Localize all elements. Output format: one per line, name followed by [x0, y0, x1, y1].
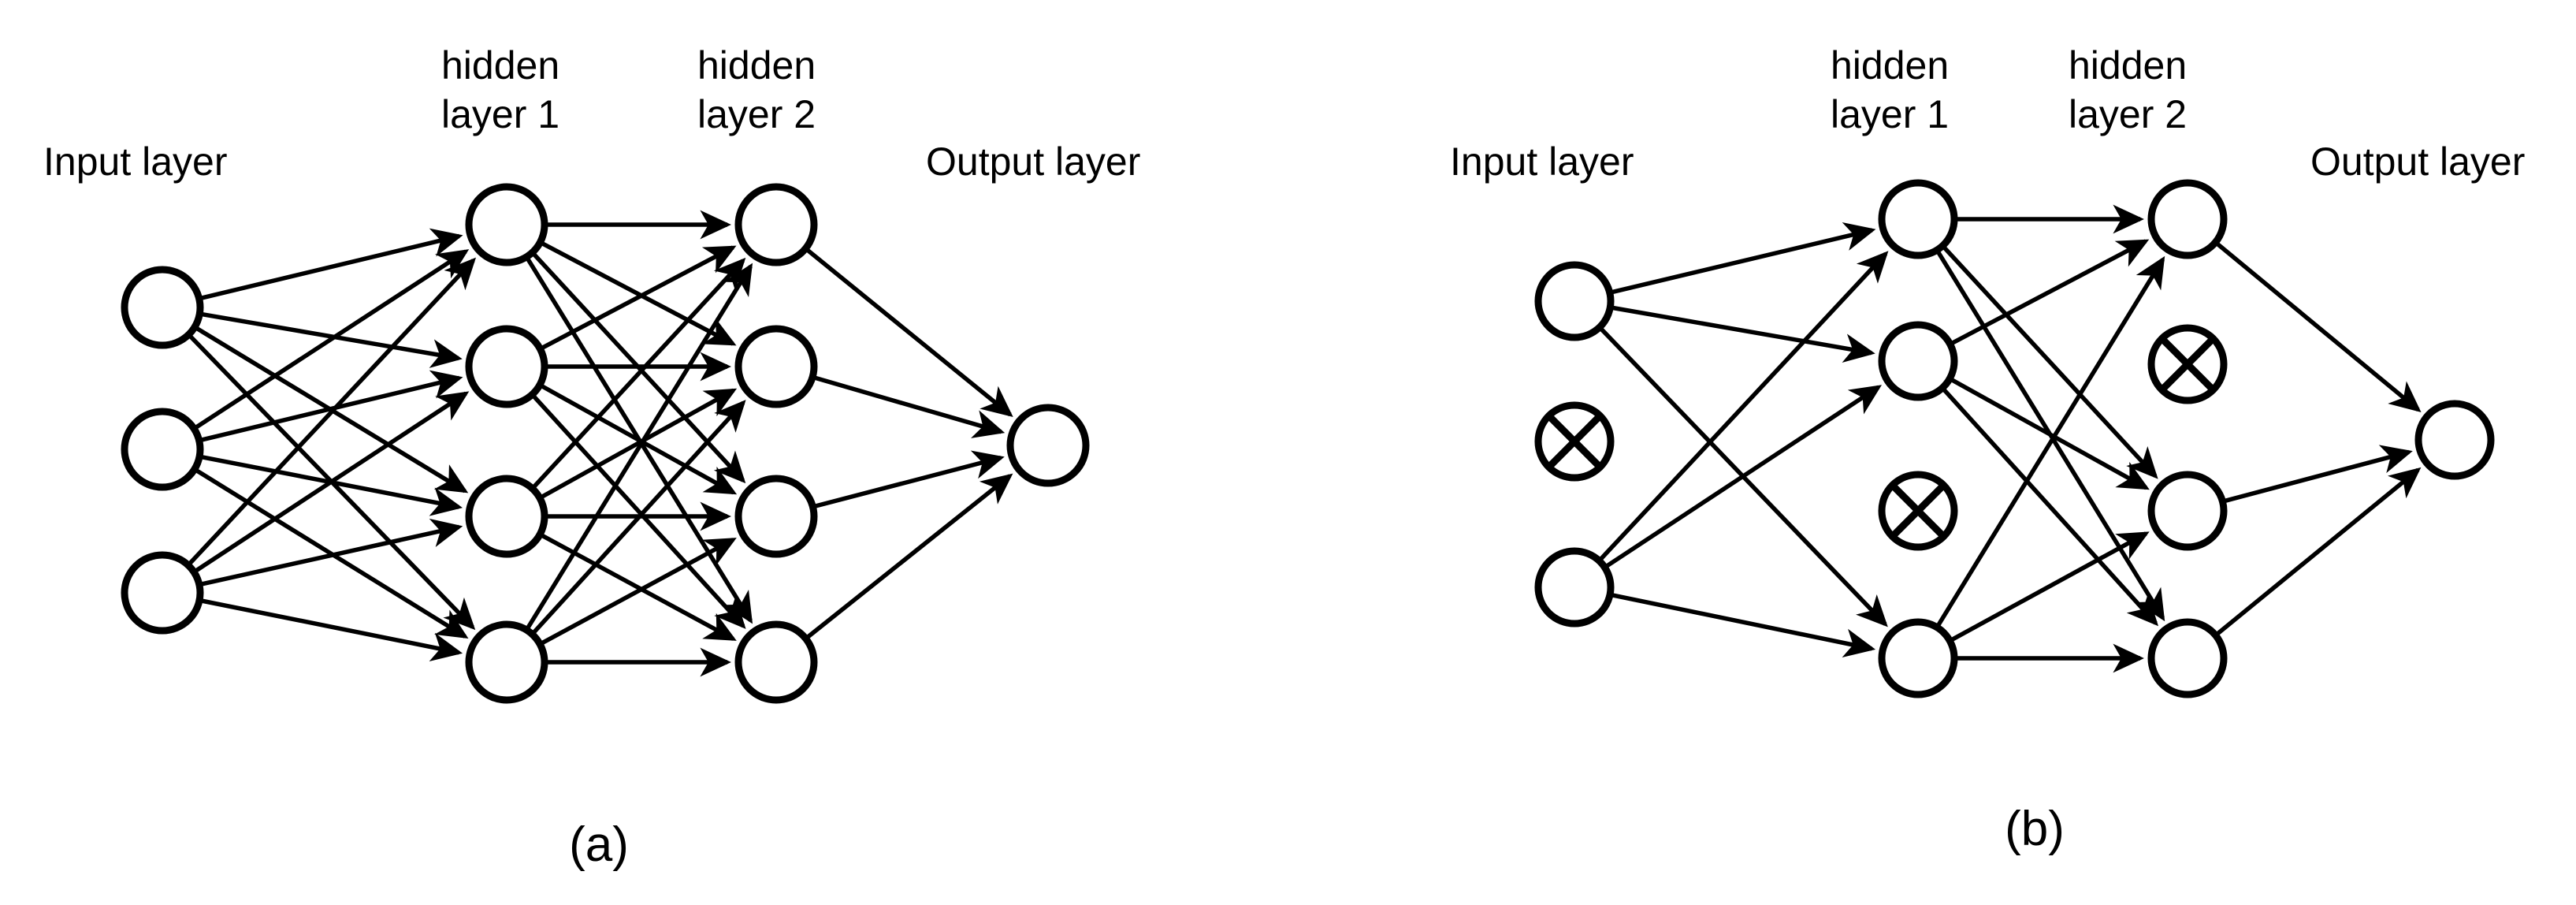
unit-b-in-3[interactable] [1534, 547, 1615, 628]
nodes-group [121, 179, 2495, 704]
connection-edge-a-in-1-to-a-h1-2 [200, 311, 463, 368]
connection-edge-b-h2-1-to-b-out-1 [2215, 241, 2422, 412]
unit-a-h2-3[interactable] [734, 475, 818, 558]
node-circle [465, 183, 548, 266]
node-circle [465, 475, 548, 558]
connection-edge-a-h2-3-to-a-out-1 [813, 450, 1005, 509]
panel-caption-a: (a) [569, 817, 629, 872]
node-circle [2147, 471, 2228, 551]
connection-edge-b-in-3-to-b-h1-2 [1604, 385, 1883, 568]
connection-edge-b-in-3-to-b-h1-4 [1611, 593, 1876, 657]
dropped-unit-b-h2-2[interactable] [2147, 324, 2228, 404]
connection-edge-a-h1-3-to-a-h2-2 [540, 388, 738, 500]
connection-edge-b-h1-2-to-b-h2-3 [1950, 377, 2150, 490]
node-circle [1878, 179, 1958, 259]
connection-edge-a-in-2-to-a-h1-2 [199, 370, 463, 442]
connection-edge-a-in-2-to-a-h1-1 [194, 249, 470, 430]
input-layer-label: Input layer [43, 140, 227, 184]
connection-edge-a-h2-4-to-a-out-1 [805, 473, 1013, 639]
unit-a-h1-1[interactable] [465, 183, 548, 266]
unit-a-h2-2[interactable] [734, 325, 818, 408]
connection-edge-b-in-1-to-b-h1-2 [1611, 305, 1875, 363]
dropout-cross-icon [1546, 413, 1603, 470]
node-circle [465, 325, 548, 408]
unit-b-h2-1[interactable] [2147, 179, 2228, 259]
connection-edge-b-in-3-to-b-h1-1 [1598, 251, 1889, 561]
connection-edge-a-in-3-to-a-h1-2 [194, 391, 470, 573]
connection-edge-a-in-1-to-a-h1-1 [199, 228, 463, 300]
node-circle [2414, 400, 2495, 480]
connection-edge-a-h1-1-to-a-h2-2 [540, 240, 737, 346]
connection-edge-a-h1-2-to-a-h2-4 [531, 394, 746, 629]
unit-a-out-1[interactable] [1006, 404, 1090, 487]
dropped-unit-b-in-2[interactable] [1534, 401, 1615, 482]
unit-b-out-1[interactable] [2414, 400, 2495, 480]
connection-edge-b-h2-3-to-b-out-1 [2223, 445, 2413, 504]
unit-a-h1-3[interactable] [465, 475, 548, 558]
node-circle [1534, 261, 1615, 341]
connection-edge-b-h2-4-to-b-out-1 [2215, 467, 2422, 636]
node-circle [1534, 547, 1615, 628]
connection-edge-a-h1-3-to-a-h2-1 [531, 257, 746, 490]
connection-edge-a-h1-4-to-a-h2-3 [540, 538, 737, 646]
output-layer-label: Output layer [926, 140, 1140, 184]
node-circle [734, 183, 818, 266]
connection-edge-a-in-3-to-a-h1-1 [188, 257, 477, 566]
connection-edge-a-h1-3-to-a-h2-4 [540, 533, 737, 641]
connection-edge-b-h1-4-to-b-h2-1 [1935, 255, 2165, 628]
connection-edge-a-h1-4-to-a-h2-1 [525, 263, 753, 630]
dropped-unit-b-h1-3[interactable] [1878, 471, 1958, 551]
unit-a-h1-4[interactable] [465, 620, 548, 704]
connection-edge-b-h1-2-to-b-h2-4 [1942, 387, 2159, 627]
unit-b-in-1[interactable] [1534, 261, 1615, 341]
panel-caption-b: (b) [2005, 802, 2065, 856]
node-circle [734, 325, 818, 408]
output-layer-label: Output layer [2310, 140, 2525, 184]
node-circle [734, 620, 818, 704]
node-circle [1878, 618, 1958, 698]
node-circle [121, 408, 204, 491]
unit-a-h2-1[interactable] [734, 183, 818, 266]
unit-a-h1-2[interactable] [465, 325, 548, 408]
node-circle [1006, 404, 1090, 487]
connection-edge-b-h1-2-to-b-h2-1 [1950, 239, 2150, 346]
input-layer-label: Input layer [1450, 140, 1634, 184]
unit-a-in-1[interactable] [121, 266, 204, 349]
connection-edge-a-h2-1-to-a-out-1 [805, 248, 1013, 418]
unit-b-h1-4[interactable] [1878, 618, 1958, 698]
node-circle [2147, 618, 2228, 698]
unit-b-h1-1[interactable] [1878, 179, 1958, 259]
connection-edge-a-h1-2-to-a-h2-3 [540, 383, 738, 495]
node-circle [465, 620, 548, 704]
connection-edge-a-h2-2-to-a-out-1 [813, 375, 1005, 438]
unit-a-in-2[interactable] [121, 408, 204, 491]
connection-edge-b-in-1-to-b-h1-1 [1611, 222, 1876, 295]
node-circle [121, 266, 204, 349]
dropout-cross-icon [2159, 336, 2216, 393]
dropout-cross-icon [1890, 482, 1946, 539]
connection-edge-a-h1-2-to-a-h2-1 [540, 245, 737, 351]
unit-b-h2-4[interactable] [2147, 618, 2228, 698]
unit-a-in-3[interactable] [121, 551, 204, 635]
node-circle [1878, 321, 1958, 401]
unit-b-h1-2[interactable] [1878, 321, 1958, 401]
connection-edge-a-h1-4-to-a-h2-2 [531, 400, 746, 635]
node-circle [734, 475, 818, 558]
connection-edge-a-in-3-to-a-h1-3 [200, 518, 463, 587]
connection-edge-b-h1-4-to-b-h2-3 [1950, 531, 2150, 642]
node-circle [2147, 179, 2228, 259]
unit-b-h2-3[interactable] [2147, 471, 2228, 551]
unit-a-h2-4[interactable] [734, 620, 818, 704]
connection-edge-a-in-3-to-a-h1-4 [200, 598, 463, 662]
edges-group [188, 204, 2422, 677]
connection-edge-b-h1-1-to-b-h2-3 [1942, 245, 2158, 479]
node-circle [121, 551, 204, 635]
